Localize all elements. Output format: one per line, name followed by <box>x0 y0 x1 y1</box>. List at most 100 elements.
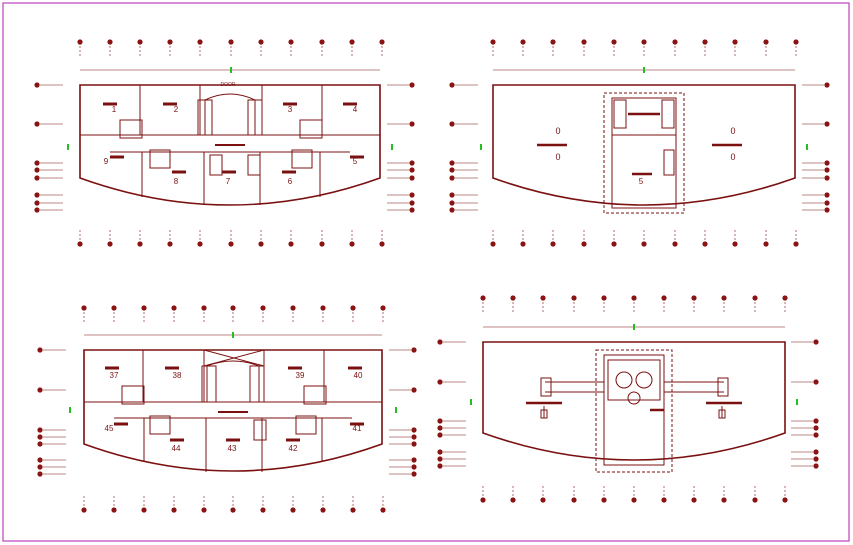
room-label: 5 <box>639 177 644 186</box>
row-bubble <box>411 457 417 463</box>
column-bubble <box>540 497 546 503</box>
row-bubble <box>37 387 43 393</box>
column-bubble <box>350 507 356 513</box>
row-bubble <box>411 427 417 433</box>
column-bubble <box>167 39 173 45</box>
room-label: 39 <box>296 371 305 380</box>
plan-bottom-left: 37 38 39 40 45 44 43 42 41 <box>83 334 383 472</box>
column-bubble <box>141 305 147 311</box>
column-bubble <box>702 39 708 45</box>
column-bubble <box>571 497 577 503</box>
column-bubble <box>107 39 113 45</box>
column-bubble <box>201 305 207 311</box>
column-bubble <box>228 39 234 45</box>
column-bubble <box>581 241 587 247</box>
column-bubble <box>379 39 385 45</box>
column-bubble <box>81 507 87 513</box>
column-bubble <box>672 39 678 45</box>
row-bubble <box>409 160 415 166</box>
column-bubble <box>510 295 516 301</box>
row-bubble <box>37 457 43 463</box>
row-bubble <box>813 432 819 438</box>
column-bubble <box>661 295 667 301</box>
floor-outline <box>482 341 786 461</box>
row-bubble <box>409 121 415 127</box>
row-bubble <box>449 175 455 181</box>
plan-top-left: DOOR 1 2 3 4 9 8 7 6 5 <box>79 69 381 206</box>
row-bubble <box>824 167 830 173</box>
row-bubble <box>409 200 415 206</box>
row-bubble <box>824 160 830 166</box>
column-bubble <box>171 305 177 311</box>
column-bubble <box>197 241 203 247</box>
column-bubble <box>490 241 496 247</box>
grid-annotations <box>34 39 830 513</box>
core-dashed <box>603 92 685 214</box>
column-bubble <box>349 39 355 45</box>
column-bubble <box>137 39 143 45</box>
row-bubble <box>437 449 443 455</box>
room-label: 6 <box>288 177 293 186</box>
column-bubble <box>721 497 727 503</box>
column-bubble <box>601 497 607 503</box>
column-bubble <box>550 39 556 45</box>
row-bubble <box>449 82 455 88</box>
room-label: 44 <box>172 444 181 453</box>
row-bubble <box>34 175 40 181</box>
column-bubble <box>490 39 496 45</box>
room-label: 1 <box>112 105 117 114</box>
column-bubble <box>641 241 647 247</box>
column-bubble <box>288 241 294 247</box>
row-bubble <box>34 192 40 198</box>
row-bubble <box>411 434 417 440</box>
room-label: 0 <box>730 152 735 162</box>
row-bubble <box>411 441 417 447</box>
column-bubble <box>320 305 326 311</box>
floor-outline <box>83 349 383 472</box>
row-bubble <box>813 449 819 455</box>
row-bubble <box>411 387 417 393</box>
column-bubble <box>732 39 738 45</box>
floor-outline <box>492 84 796 206</box>
row-bubble <box>437 425 443 431</box>
column-bubble <box>480 497 486 503</box>
row-bubble <box>37 464 43 470</box>
column-bubble <box>661 497 667 503</box>
column-bubble <box>550 241 556 247</box>
row-bubble <box>437 379 443 385</box>
column-bubble <box>380 507 386 513</box>
column-bubble <box>230 507 236 513</box>
column-bubble <box>77 39 83 45</box>
column-bubble <box>290 305 296 311</box>
column-bubble <box>320 507 326 513</box>
row-bubble <box>824 200 830 206</box>
column-bubble <box>81 305 87 311</box>
row-bubble <box>813 425 819 431</box>
room-label: 0 <box>555 152 560 162</box>
column-bubble <box>540 295 546 301</box>
row-bubble <box>411 347 417 353</box>
column-bubble <box>288 39 294 45</box>
room-label: 38 <box>173 371 182 380</box>
column-bubble <box>691 295 697 301</box>
plan-bottom-right <box>482 326 786 473</box>
stair-core <box>197 99 213 136</box>
row-bubble <box>449 192 455 198</box>
row-bubble <box>37 347 43 353</box>
column-bubble <box>197 39 203 45</box>
row-bubble <box>34 200 40 206</box>
room-label: 2 <box>174 105 179 114</box>
room-label: 41 <box>353 424 362 433</box>
room-label: 43 <box>228 444 237 453</box>
floor-outline <box>79 84 381 206</box>
row-bubble <box>409 192 415 198</box>
room-label: 8 <box>174 177 179 186</box>
column-bubble <box>520 241 526 247</box>
column-bubble <box>631 497 637 503</box>
lift-lobby <box>204 93 256 136</box>
column-bubble <box>350 305 356 311</box>
row-bubble <box>34 82 40 88</box>
column-bubble <box>77 241 83 247</box>
row-bubble <box>813 418 819 424</box>
